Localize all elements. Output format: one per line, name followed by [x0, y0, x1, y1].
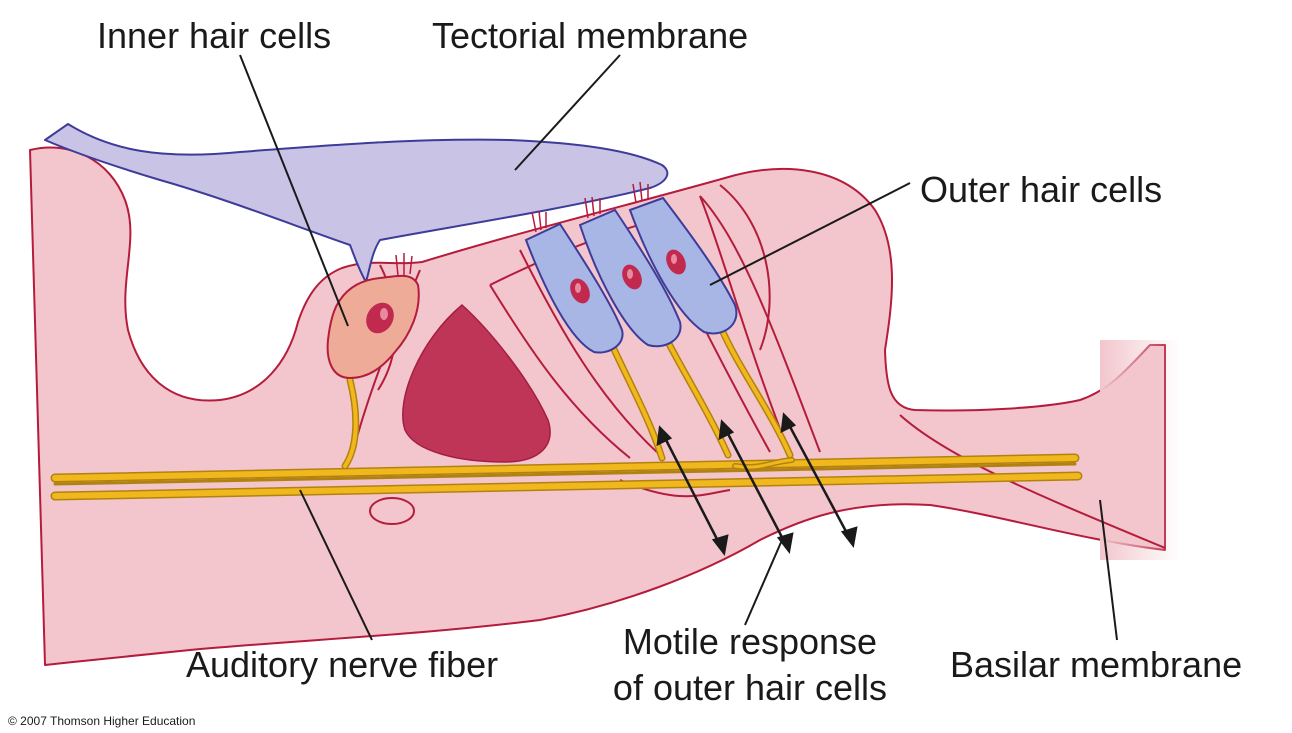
label-inner-hair-cells: Inner hair cells	[97, 16, 331, 56]
label-tectorial-membrane: Tectorial membrane	[432, 16, 748, 56]
label-basilar-membrane: Basilar membrane	[950, 645, 1242, 685]
leader-motile-response	[745, 540, 782, 625]
copyright-credit: © 2007 Thomson Higher Education	[8, 714, 195, 728]
label-auditory-nerve-fiber: Auditory nerve fiber	[186, 645, 498, 685]
label-motile-response-line1: Motile response	[582, 622, 918, 662]
basilar-fade	[1100, 340, 1180, 560]
small-vessel	[370, 498, 414, 524]
label-outer-hair-cells: Outer hair cells	[920, 170, 1162, 210]
label-motile-response-line2: of outer hair cells	[582, 668, 918, 708]
